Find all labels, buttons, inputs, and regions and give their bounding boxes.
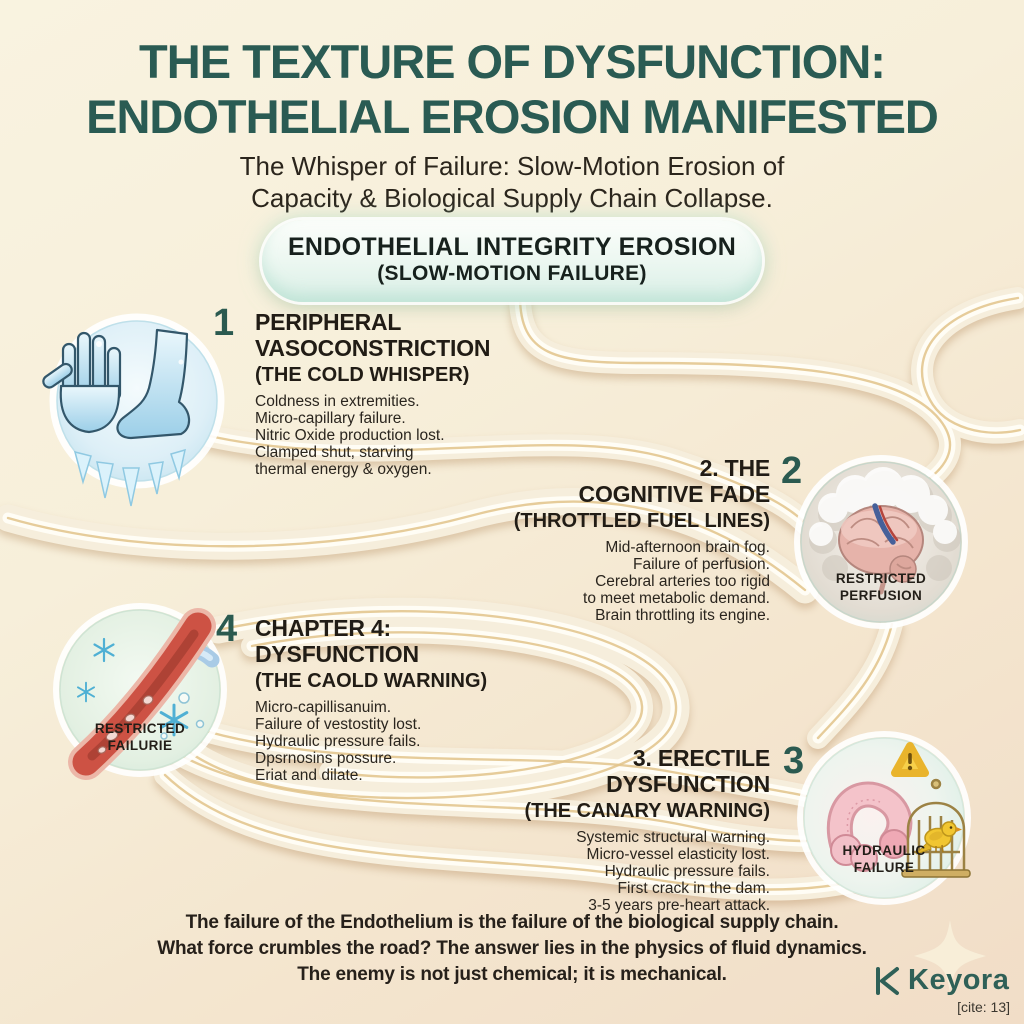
section-3-number: 3	[783, 740, 805, 782]
footer-text: The failure of the Endothelium is the fa…	[157, 912, 867, 985]
section-4-title: CHAPTER 4:	[255, 615, 392, 641]
blood-vessel-icon	[68, 608, 220, 780]
section-3-subtitle: (THE CANARY WARNING)	[524, 800, 770, 822]
section-1-number: 1	[213, 302, 235, 344]
section-4-subtitle: (THE CAOLD WARNING)	[255, 670, 488, 692]
section-4: CHAPTER 4: DYSFUNCTION (THE CAOLD WARNIN…	[255, 615, 565, 784]
page-title-line2: ENDOTHELIAL EROSION MANIFESTED	[86, 90, 939, 143]
sparkle-icon	[914, 920, 986, 992]
section-4-number: 4	[216, 608, 238, 650]
page-title: THE TEXTURE OF DYSFUNCTION: ENDOTHELIAL …	[0, 34, 1024, 144]
frozen-foot-icon	[116, 328, 191, 440]
section-2-title: 2. THE	[699, 455, 771, 481]
brand-logo: Keyora	[872, 964, 1009, 997]
warning-icon	[891, 742, 929, 777]
anatomy-icon	[827, 781, 913, 872]
status-badge-restricted-failurie: RESTRICTED FAILURIE	[94, 721, 186, 753]
brain-icon	[838, 503, 924, 595]
frozen-vessel-icon	[53, 603, 227, 780]
icicles-icon	[73, 448, 186, 507]
page-title-line1: THE TEXTURE OF DYSFUNCTION:	[139, 35, 886, 88]
section-1: PERIPHERAL VASOCONSTRICTION (THE COLD WH…	[255, 309, 565, 478]
keyora-k-icon	[876, 966, 899, 995]
pill-line2: (SLOW-MOTION FAILURE)	[377, 262, 647, 285]
section-3-title: 3. ERECTILE	[632, 745, 770, 771]
birdcage-icon	[901, 778, 971, 878]
canary-icon	[915, 821, 962, 855]
section-1-subtitle: (THE COLD WHISPER)	[255, 364, 470, 386]
section-1-title: PERIPHERAL	[255, 309, 402, 335]
section-3-body: Systemic structural warning. Micro-vesse…	[576, 829, 770, 914]
section-2-number: 2	[781, 450, 803, 492]
canary-cage-icon	[797, 731, 971, 905]
status-badge-hydraulic-failure: HYDRAULIC FAILURE	[842, 843, 926, 875]
citation-label: [cite: 13]	[957, 999, 1010, 1015]
integrity-erosion-pill: ENDOTHELIAL INTEGRITY EROSION (SLOW-MOTI…	[262, 220, 762, 302]
status-badge-restricted-perfusion: RESTRICTED PERFUSION	[835, 571, 927, 603]
section-2: 2. THE COGNITIVE FADE (THROTTLED FUEL LI…	[440, 455, 770, 624]
frozen-hand-icon	[42, 331, 122, 434]
foggy-brain-icon	[794, 455, 968, 629]
section-1-body: Coldness in extremities. Micro-capillary…	[255, 393, 445, 478]
frozen-extremities-icon	[42, 313, 225, 507]
section-2-body: Mid-afternoon brain fog. Failure of perf…	[583, 539, 770, 624]
section-4-body: Micro-capillisanuim. Failure of vestosti…	[255, 699, 422, 784]
brand-name: Keyora	[908, 964, 1010, 996]
section-2-subtitle: (THROTTLED FUEL LINES)	[513, 510, 770, 532]
page-subtitle: The Whisper of Failure: Slow-Motion Eros…	[239, 151, 785, 213]
section-3: 3. ERECTILE DYSFUNCTION (THE CANARY WARN…	[440, 745, 770, 914]
pill-line1: ENDOTHELIAL INTEGRITY EROSION	[287, 233, 737, 261]
